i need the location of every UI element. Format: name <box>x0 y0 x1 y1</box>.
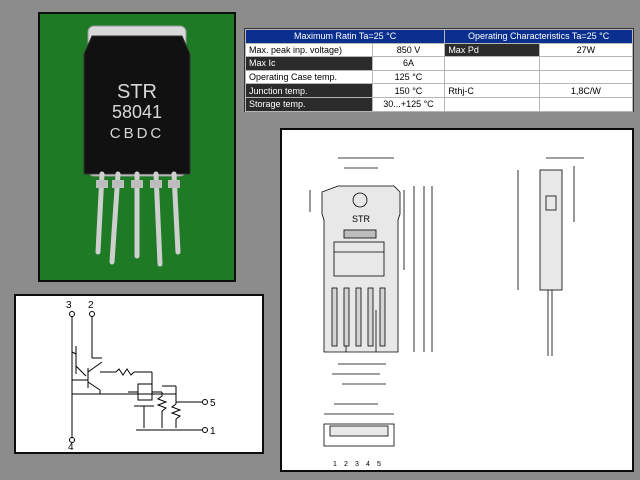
table-row: Max. peak inp. voltage) 850 V Max Pd 27W <box>245 42 634 58</box>
spec-label: Storage temp. <box>245 96 373 112</box>
spec-label <box>444 96 540 112</box>
max-ratings-header: Maximum Ratin Ta=25 °C <box>244 29 446 44</box>
spec-label: Max. peak inp. voltage) <box>245 42 373 58</box>
spec-value <box>538 56 634 71</box>
drawing-pin-4: 4 <box>366 461 370 468</box>
specifications-table: Maximum Ratin Ta=25 °C Operating Charact… <box>244 28 634 112</box>
spec-value: 27W <box>538 42 634 58</box>
pin-2-label: 2 <box>88 300 94 311</box>
drawing-pin-2: 2 <box>344 461 348 468</box>
spec-value: 150 °C <box>371 83 446 98</box>
spec-label: Operating Case temp. <box>245 69 373 85</box>
spec-label: Max Ic <box>245 56 373 71</box>
schematic-drawing: 3 2 4 5 1 <box>66 300 216 453</box>
spec-value <box>538 96 634 112</box>
pin-4-label: 4 <box>68 442 74 452</box>
drawing-pin-1: 1 <box>333 461 337 468</box>
spec-label <box>444 69 540 85</box>
spec-value: 6A <box>371 56 446 71</box>
table-row: Storage temp. 30...+125 °C <box>245 96 634 112</box>
drawing-package-marking: STR <box>352 214 371 224</box>
spec-value: 850 V <box>371 42 446 58</box>
operating-characteristics-header: Operating Characteristics Ta=25 °C <box>444 29 633 44</box>
photo-part-number: 58041 <box>112 102 162 122</box>
table-row: Junction temp. 150 °C Rthj-C 1,8C/W <box>245 83 634 98</box>
pin-1-label: 1 <box>210 426 216 437</box>
spec-label <box>444 56 540 71</box>
photo-brand: STR <box>117 81 157 103</box>
spec-value: 30...+125 °C <box>371 96 446 112</box>
pin-3-label: 3 <box>66 300 72 311</box>
drawing-pin-5: 5 <box>377 461 381 468</box>
spec-value: 1,8C/W <box>538 83 634 98</box>
transistor-photo: STR 58041 CBDC <box>83 25 191 267</box>
spec-label: Rthj-C <box>444 83 540 98</box>
pin-5-label: 5 <box>210 398 216 409</box>
spec-label: Junction temp. <box>245 83 373 98</box>
table-row: Max Ic 6A <box>245 56 634 71</box>
circuit-schematic: 3 2 4 5 1 <box>14 294 264 454</box>
component-photo: STR 58041 CBDC <box>38 12 236 282</box>
package-outline: STR 1 2 3 4 5 <box>309 157 584 468</box>
spec-label: Max Pd <box>444 42 540 58</box>
mechanical-drawing: STR 1 2 3 4 5 <box>280 128 634 472</box>
drawing-pin-3: 3 <box>355 461 359 468</box>
spec-value: 125 °C <box>371 69 446 85</box>
spec-value <box>538 69 634 85</box>
table-row: Operating Case temp. 125 °C <box>245 69 634 85</box>
photo-code: CBDC <box>110 125 165 142</box>
